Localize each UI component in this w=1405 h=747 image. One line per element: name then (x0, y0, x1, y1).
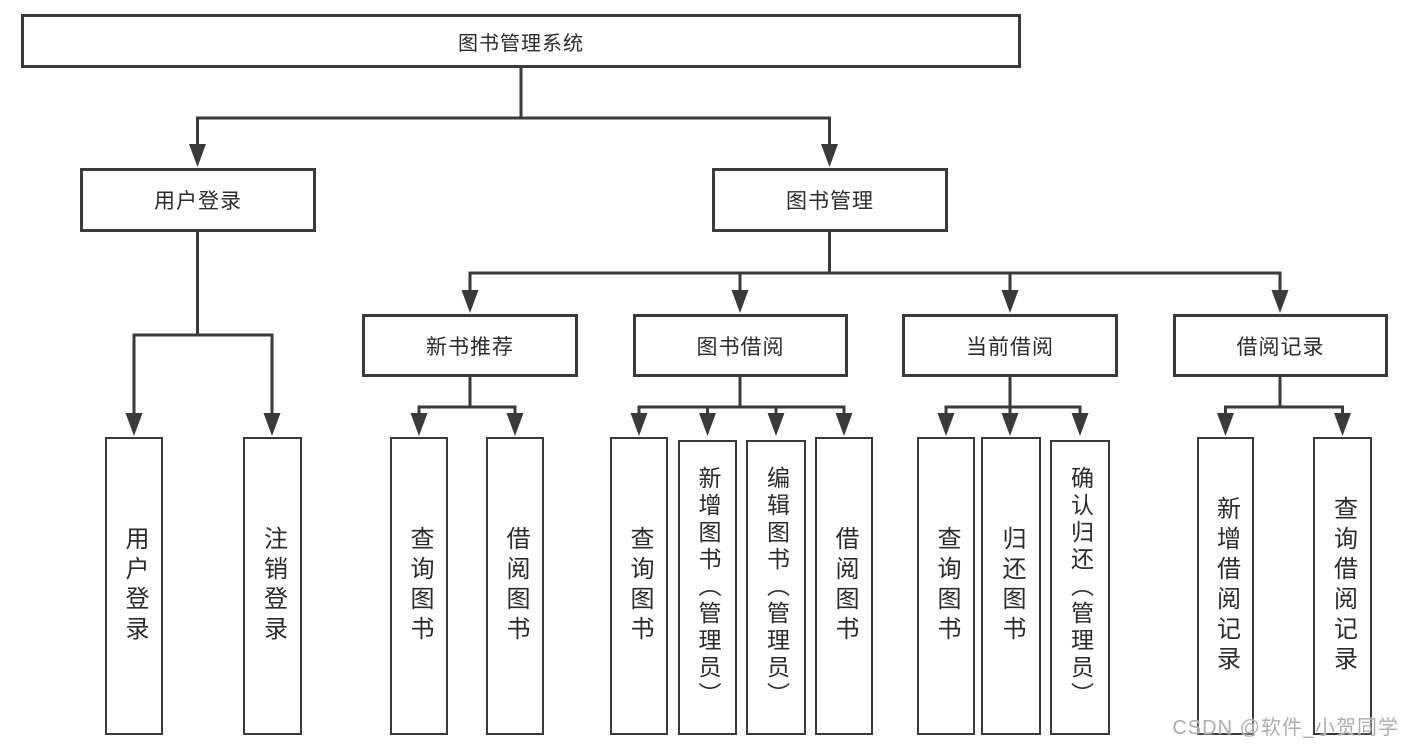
node-label: 图书管理 (786, 190, 874, 213)
node-label: 确认归还（管理员） (1067, 466, 1094, 709)
node-user-login: 用户登录 (80, 168, 316, 232)
leaf-query-borrow-record: 查询借阅记录 (1313, 437, 1372, 735)
connector-paths (132, 67, 1344, 415)
leaf-borrow-books-2: 借阅图书 (815, 437, 873, 735)
node-label: 查询图书 (933, 526, 960, 646)
node-label: 查询借阅记录 (1329, 496, 1357, 676)
node-label: 查询图书 (626, 526, 653, 646)
node-book-management: 图书管理 (712, 168, 948, 232)
node-label: 新增图书（管理员） (695, 466, 721, 709)
node-borrowing-records: 借阅记录 (1173, 314, 1388, 377)
node-label: 图书管理系统 (458, 32, 584, 55)
node-new-book-recommendation: 新书推荐 (362, 314, 578, 377)
leaf-borrow-books-1: 借阅图书 (486, 437, 544, 735)
node-label: 用户登录 (121, 526, 148, 646)
node-root-library-system: 图书管理系统 (21, 14, 1021, 68)
leaf-query-books-3: 查询图书 (917, 437, 975, 735)
leaf-add-books-admin: 新增图书（管理员） (678, 440, 737, 735)
node-label: 新增借阅记录 (1212, 496, 1240, 676)
node-label: 图书借阅 (696, 335, 785, 359)
leaf-confirm-return-admin: 确认归还（管理员） (1050, 440, 1110, 735)
node-label: 用户登录 (154, 190, 242, 213)
leaf-user-login: 用户登录 (105, 437, 163, 735)
node-label: 编辑图书（管理员） (763, 466, 790, 709)
leaf-query-books-1: 查询图书 (390, 437, 448, 735)
leaf-edit-books-admin: 编辑图书（管理员） (746, 440, 806, 735)
node-label: 借阅图书 (502, 526, 529, 646)
node-label: 借阅图书 (831, 526, 858, 646)
watermark: CSDN @软件_小贺同学 (1172, 717, 1399, 739)
arrowheads (125, 144, 1351, 436)
node-label: 注销登录 (259, 526, 287, 646)
leaf-return-books: 归还图书 (981, 437, 1041, 735)
leaf-query-books-2: 查询图书 (610, 437, 668, 735)
node-label: 借阅记录 (1236, 335, 1325, 359)
node-label: 新书推荐 (426, 335, 514, 359)
leaf-add-borrow-record: 新增借阅记录 (1197, 437, 1254, 735)
node-current-borrowing: 当前借阅 (902, 314, 1118, 377)
node-label: 当前借阅 (966, 335, 1054, 359)
node-label: 归还图书 (998, 526, 1025, 646)
node-book-borrowing: 图书借阅 (633, 314, 848, 377)
node-label: 查询图书 (406, 526, 433, 646)
leaf-logout: 注销登录 (243, 437, 302, 735)
